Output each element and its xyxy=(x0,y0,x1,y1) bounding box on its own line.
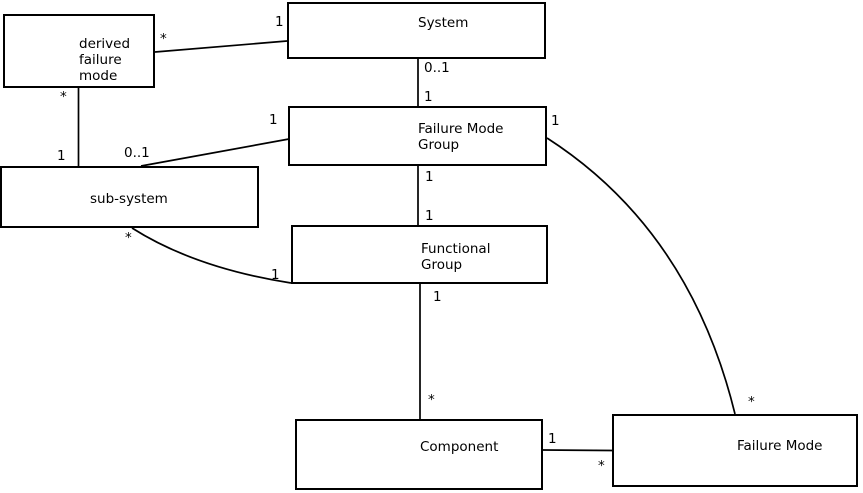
multiplicity-sub-system-to-failure-mode-group-source: 0..1 xyxy=(124,145,150,161)
multiplicity-system-to-failure-mode-group-source: 0..1 xyxy=(424,60,450,76)
node-derived-failure-mode: derived failure mode xyxy=(3,14,155,88)
multiplicity-component-to-failure-mode-source: 1 xyxy=(548,431,557,447)
multiplicity-functional-group-to-component-source: 1 xyxy=(433,289,442,305)
multiplicity-derived-failure-mode-to-system-source: * xyxy=(160,31,167,47)
node-system: System xyxy=(287,2,546,59)
node-system-label: System xyxy=(418,15,469,31)
edge-failure-mode-group-failure-mode-line xyxy=(546,137,736,415)
node-failure-mode-group: Failure Mode Group xyxy=(288,106,547,166)
node-sub-system: sub-system xyxy=(0,166,259,228)
node-failure-mode: Failure Mode xyxy=(612,414,858,487)
multiplicity-sub-system-to-functional-group-source: * xyxy=(125,230,132,246)
node-functional-group-label: Functional Group xyxy=(421,241,491,273)
multiplicity-failure-mode-group-to-failure-mode-target: * xyxy=(748,394,755,410)
edge-sub-system-functional-group-line xyxy=(131,227,292,284)
multiplicity-failure-mode-group-to-functional-group-target: 1 xyxy=(425,208,434,224)
multiplicity-sub-system-to-functional-group-target: 1 xyxy=(271,267,280,283)
multiplicity-failure-mode-group-to-functional-group-source: 1 xyxy=(425,169,434,185)
multiplicity-failure-mode-group-to-failure-mode-source: 1 xyxy=(551,113,560,129)
multiplicity-derived-failure-mode-to-sub-system-target: 1 xyxy=(57,148,66,164)
node-derived-failure-mode-label: derived failure mode xyxy=(79,36,131,84)
node-component: Component xyxy=(295,419,543,490)
multiplicity-system-to-failure-mode-group-target: 1 xyxy=(424,89,433,105)
edge-derived-failure-mode-system-line xyxy=(154,40,288,53)
edge-component-failure-mode-line xyxy=(542,449,613,452)
multiplicity-component-to-failure-mode-target: * xyxy=(598,458,605,474)
node-failure-mode-group-label: Failure Mode Group xyxy=(418,121,504,153)
edge-sub-system-failure-mode-group-line xyxy=(140,138,290,167)
multiplicity-derived-failure-mode-to-system-target: 1 xyxy=(275,14,284,30)
multiplicity-sub-system-to-failure-mode-group-target: 1 xyxy=(269,112,278,128)
node-failure-mode-label: Failure Mode xyxy=(737,438,823,454)
multiplicity-derived-failure-mode-to-sub-system-source: * xyxy=(60,89,67,105)
node-functional-group: Functional Group xyxy=(291,225,548,284)
multiplicity-functional-group-to-component-target: * xyxy=(428,392,435,408)
node-component-label: Component xyxy=(420,439,499,455)
node-sub-system-label: sub-system xyxy=(90,191,168,207)
